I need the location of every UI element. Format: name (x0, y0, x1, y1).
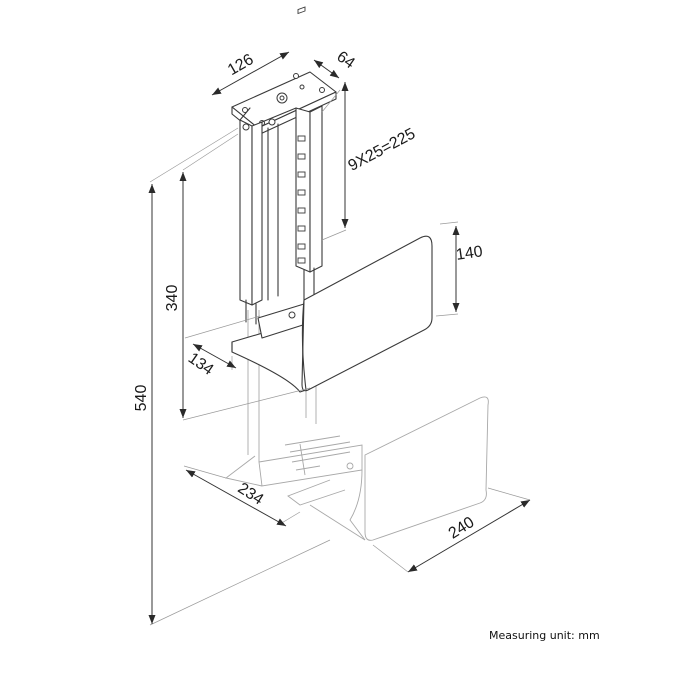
dim-label-64: 64 (333, 48, 357, 72)
dim-line-134 (192, 343, 237, 369)
upper-shelf-tray (231, 303, 307, 393)
dim-label-540: 540 (133, 385, 150, 412)
adjustment-slots (297, 6, 306, 264)
dim-line-240 (407, 499, 531, 573)
dim-label-140: 140 (455, 243, 484, 264)
dim-line-64 (313, 59, 340, 79)
dim-line-126 (211, 51, 290, 96)
vertical-rails (239, 6, 323, 325)
dim-label-340: 340 (164, 285, 181, 312)
dim-label-126: 126 (225, 51, 257, 79)
dim-label-adjustment: 9X25=225 (345, 125, 418, 175)
measuring-unit-note: Measuring unit: mm (489, 629, 600, 642)
dim-label-240: 240 (446, 514, 478, 543)
dimension-lines (148, 51, 531, 624)
dim-line-234 (185, 469, 287, 527)
